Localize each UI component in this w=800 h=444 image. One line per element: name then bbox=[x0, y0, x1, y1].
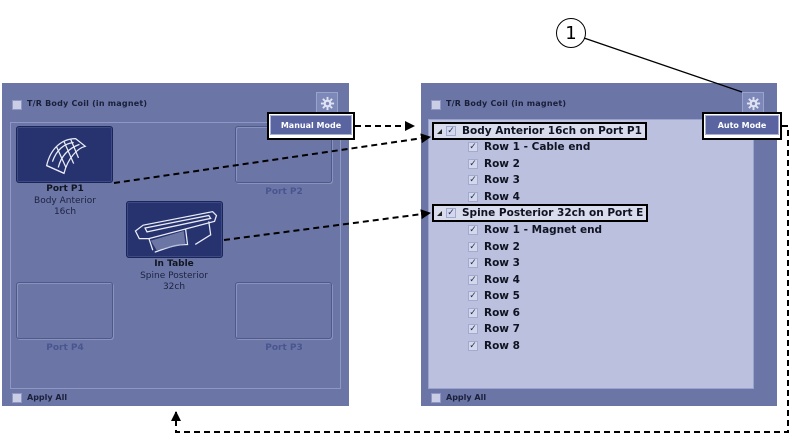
row-checkbox[interactable]: ✓ bbox=[468, 158, 478, 169]
in-table-caption: In Table bbox=[154, 259, 194, 269]
row-label: Row 3 bbox=[484, 257, 520, 269]
port-p1-coil-name: Body Anterior bbox=[34, 196, 96, 206]
port-p4-caption: Port P4 bbox=[46, 343, 84, 353]
tree-row[interactable]: ✓ Row 4 bbox=[468, 274, 520, 286]
row-checkbox[interactable]: ✓ bbox=[468, 290, 478, 301]
group-label: Body Anterior 16ch on Port P1 bbox=[462, 125, 642, 137]
manual-mode-button[interactable]: Manual Mode bbox=[270, 115, 352, 135]
tree-row[interactable]: ✓ Row 3 bbox=[468, 174, 520, 186]
port-p4-slot[interactable] bbox=[16, 282, 113, 339]
row-checkbox[interactable]: ✓ bbox=[468, 174, 478, 185]
apply-all-label: Apply All bbox=[27, 393, 68, 402]
apply-all-checkbox[interactable] bbox=[12, 393, 22, 403]
row-label: Row 8 bbox=[484, 340, 520, 352]
port-p3-slot[interactable] bbox=[235, 282, 332, 339]
expand-triangle-icon[interactable] bbox=[437, 210, 442, 216]
in-table-slot[interactable] bbox=[126, 201, 223, 258]
row-checkbox[interactable]: ✓ bbox=[468, 224, 478, 235]
tr-body-coil-checkbox-auto[interactable] bbox=[431, 100, 441, 110]
apply-all-label-auto: Apply All bbox=[446, 393, 487, 402]
row-label: Row 1 - Cable end bbox=[484, 141, 591, 153]
port-p1-channels: 16ch bbox=[53, 207, 77, 217]
row-checkbox[interactable]: ✓ bbox=[468, 241, 478, 252]
row-label: Row 4 bbox=[484, 274, 520, 286]
row-label: Row 4 bbox=[484, 191, 520, 203]
callout-number: 1 bbox=[556, 18, 586, 48]
in-table-channels: 32ch bbox=[162, 282, 186, 292]
tree-group-body-anterior[interactable]: ✓ Body Anterior 16ch on Port P1 bbox=[432, 122, 647, 140]
tree-row[interactable]: ✓ Row 3 bbox=[468, 257, 520, 269]
tree-row[interactable]: ✓ Row 2 bbox=[468, 158, 520, 170]
gear-icon bbox=[746, 96, 760, 110]
expand-triangle-icon[interactable] bbox=[437, 128, 442, 134]
settings-button-auto[interactable] bbox=[742, 92, 764, 114]
row-label: Row 3 bbox=[484, 174, 520, 186]
in-table-coil-name: Spine Posterior bbox=[140, 271, 208, 281]
tree-row[interactable]: ✓ Row 4 bbox=[468, 191, 520, 203]
port-p2-caption: Port P2 bbox=[265, 187, 303, 197]
row-label: Row 6 bbox=[484, 307, 520, 319]
coil-element-tree: ✓ Body Anterior 16ch on Port P1 ✓ Row 1 … bbox=[428, 119, 754, 389]
tree-row[interactable]: ✓ Row 2 bbox=[468, 241, 520, 253]
tr-body-coil-label-auto: T/R Body Coil (in magnet) bbox=[446, 99, 567, 108]
port-p1-slot[interactable] bbox=[16, 126, 113, 183]
row-checkbox[interactable]: ✓ bbox=[468, 323, 478, 334]
group-label: Spine Posterior 32ch on Port E bbox=[462, 207, 644, 219]
group-checkbox[interactable]: ✓ bbox=[446, 207, 456, 218]
row-label: Row 5 bbox=[484, 290, 520, 302]
tree-row[interactable]: ✓ Row 7 bbox=[468, 323, 520, 335]
tree-row[interactable]: ✓ Row 8 bbox=[468, 340, 520, 352]
row-checkbox[interactable]: ✓ bbox=[468, 141, 478, 152]
row-checkbox[interactable]: ✓ bbox=[468, 307, 478, 318]
row-label: Row 1 - Magnet end bbox=[484, 224, 603, 236]
auto-mode-button[interactable]: Auto Mode bbox=[705, 115, 779, 135]
tree-row[interactable]: ✓ Row 5 bbox=[468, 290, 520, 302]
row-checkbox[interactable]: ✓ bbox=[468, 340, 478, 351]
row-label: Row 7 bbox=[484, 323, 520, 335]
row-checkbox[interactable]: ✓ bbox=[468, 257, 478, 268]
port-p1-caption: Port P1 bbox=[46, 184, 84, 194]
port-p3-caption: Port P3 bbox=[265, 343, 303, 353]
apply-all-checkbox-auto[interactable] bbox=[431, 393, 441, 403]
tr-body-coil-checkbox[interactable] bbox=[12, 100, 22, 110]
tr-body-coil-label: T/R Body Coil (in magnet) bbox=[27, 99, 148, 108]
row-checkbox[interactable]: ✓ bbox=[468, 191, 478, 202]
body-anterior-coil-icon bbox=[45, 137, 87, 175]
row-label: Row 2 bbox=[484, 241, 520, 253]
row-checkbox[interactable]: ✓ bbox=[468, 274, 478, 285]
tree-row[interactable]: ✓ Row 6 bbox=[468, 307, 520, 319]
tree-row[interactable]: ✓ Row 1 - Cable end bbox=[468, 141, 590, 153]
settings-button[interactable] bbox=[316, 92, 338, 114]
row-label: Row 2 bbox=[484, 158, 520, 170]
tree-row[interactable]: ✓ Row 1 - Magnet end bbox=[468, 224, 602, 236]
tree-group-spine-posterior[interactable]: ✓ Spine Posterior 32ch on Port E bbox=[432, 204, 649, 222]
spine-posterior-coil-icon bbox=[134, 210, 218, 253]
group-checkbox[interactable]: ✓ bbox=[446, 125, 456, 136]
gear-icon bbox=[320, 96, 334, 110]
